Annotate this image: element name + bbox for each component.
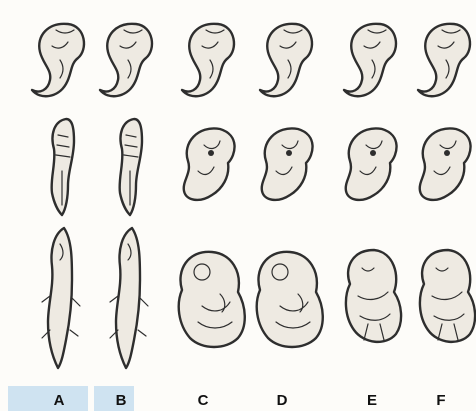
embryo-c-early (182, 24, 234, 96)
column-label-f: F (421, 392, 461, 410)
embryo-c-late (179, 252, 245, 347)
embryo-c-middle (184, 128, 235, 199)
embryo-d-late (257, 252, 323, 347)
embryo-a-early (32, 24, 84, 96)
embryo-f-late (420, 250, 475, 342)
embryo-f-middle (420, 128, 471, 199)
embryo-a-late (42, 228, 80, 368)
column-label-d: D (262, 392, 302, 410)
column-label-a: A (39, 392, 79, 410)
column-label-c: C (183, 392, 223, 410)
embryo-e-middle (346, 128, 397, 199)
embryo-b-late (110, 228, 148, 368)
embryo-d-early (260, 24, 312, 96)
embryo-e-late (346, 250, 401, 342)
embryo-d-middle (262, 128, 313, 199)
embryo-a-middle (52, 119, 74, 215)
embryo-drawings (0, 0, 476, 384)
embryo-b-early (100, 24, 152, 96)
embryo-f-early (418, 24, 470, 96)
embryo-b-middle (120, 119, 142, 215)
column-label-e: E (352, 392, 392, 410)
column-label-b: B (101, 392, 141, 410)
embryo-e-early (344, 24, 396, 96)
